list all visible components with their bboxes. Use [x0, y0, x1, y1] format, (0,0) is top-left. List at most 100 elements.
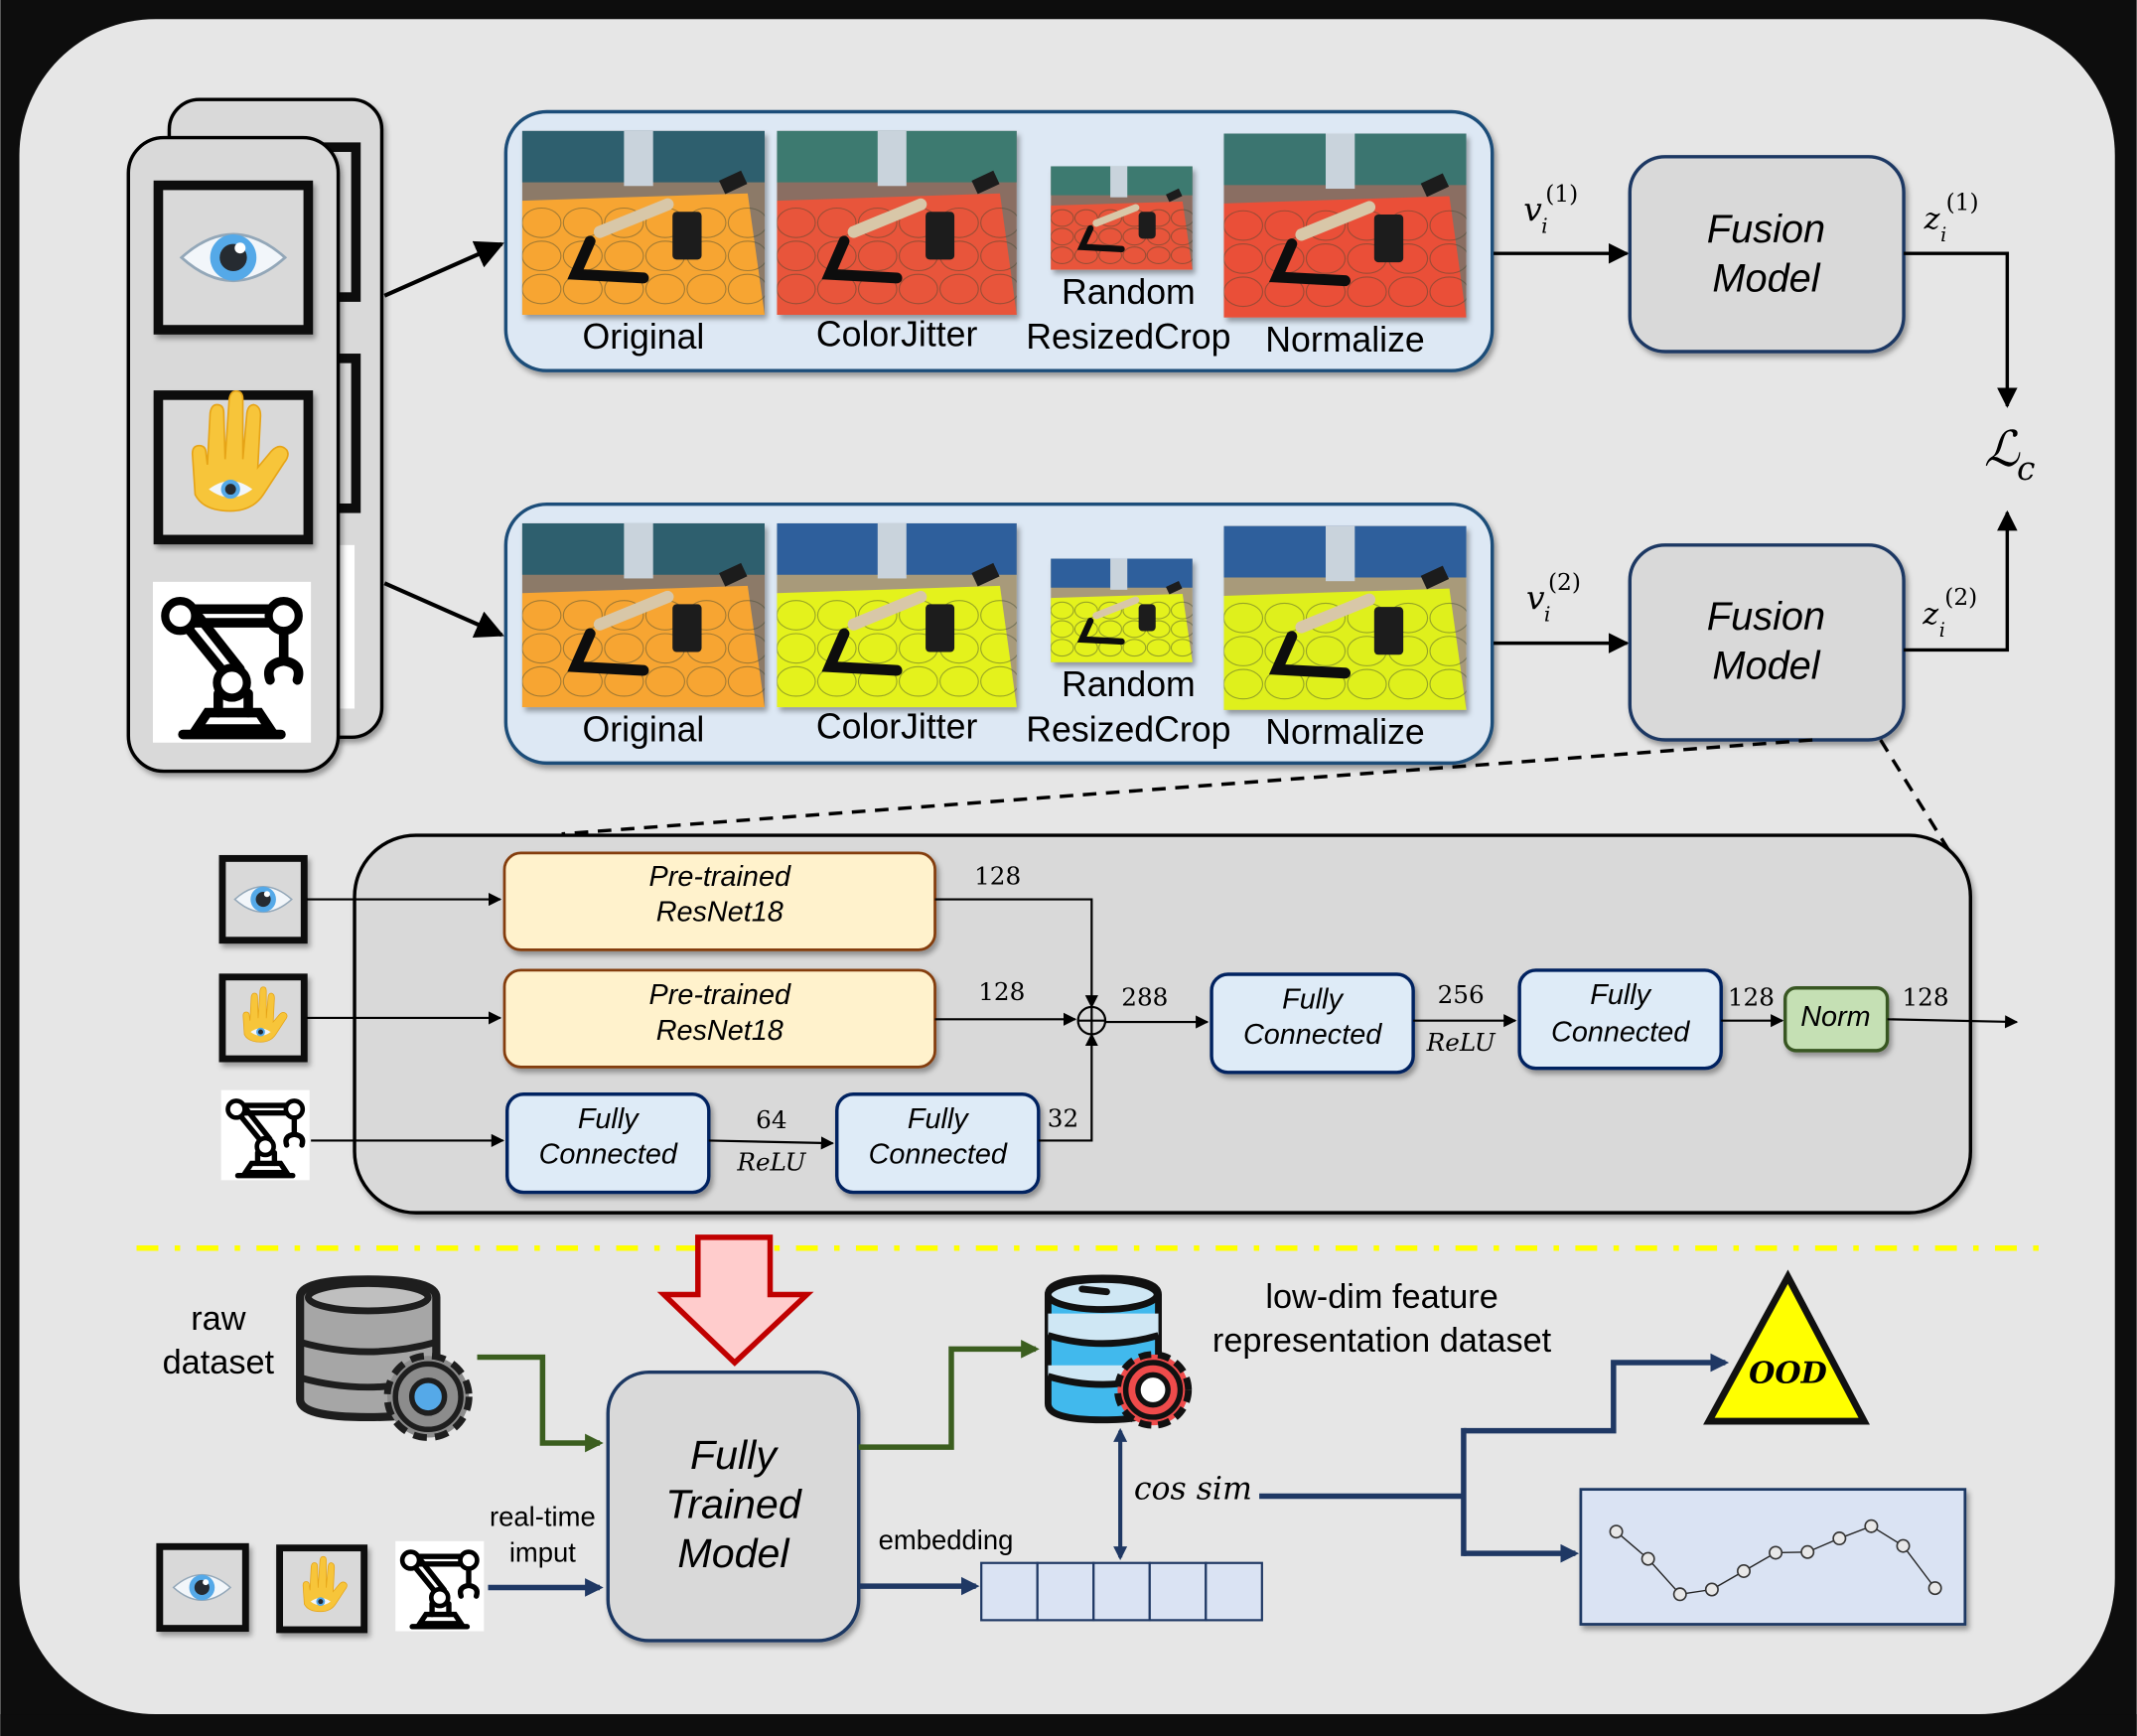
plot-point — [1832, 1531, 1847, 1546]
arrow-z1-to-loss — [1904, 251, 2018, 408]
embedding-cell — [1205, 1561, 1263, 1622]
resnet-hand-line2: ResNet18 — [656, 1015, 784, 1047]
resnet-block-eye[interactable]: Pre-trained ResNet18 — [502, 851, 936, 951]
eye-icon — [179, 232, 288, 283]
augmentation-tile — [777, 130, 1017, 315]
model-label-3: Model — [677, 1530, 790, 1576]
dim-proprio-fc1: 64 — [756, 1105, 786, 1134]
plot-point — [1640, 1551, 1655, 1566]
ood-warning-icon: OOD — [1703, 1269, 1870, 1425]
head-fc1-line2: Connected — [1243, 1019, 1382, 1051]
robot-scene-image — [1223, 525, 1467, 710]
augmentation-label: Original — [582, 317, 704, 357]
norm-label: Norm — [1800, 1001, 1870, 1033]
raw-database-gear-icon — [296, 1275, 473, 1441]
z1-sup: (1) — [1946, 189, 1979, 216]
augmentation-tile — [1223, 133, 1467, 318]
dim-fc2-out: 128 — [1728, 983, 1775, 1012]
fusion-model-1[interactable]: Fusion Model — [1628, 155, 1906, 354]
head-fc2[interactable]: Fully Connected — [1517, 968, 1723, 1071]
feature-db-label-1: low-dim feature — [1265, 1278, 1497, 1316]
zoom-dash-left — [561, 738, 1813, 836]
modality-card-stack — [126, 97, 384, 774]
robot-scene-image — [777, 522, 1017, 708]
line-proprio-to-concat — [1038, 1033, 1098, 1142]
head-fc1[interactable]: Fully Connected — [1210, 972, 1415, 1075]
model-label-2: Trained — [665, 1481, 802, 1526]
eye-icon — [233, 886, 293, 913]
plot-point — [1609, 1524, 1624, 1539]
augmentation-label-line1: Random — [1062, 664, 1196, 704]
resnet-eye-line1: Pre-trained — [649, 861, 791, 893]
arrow-to-view2 — [383, 581, 504, 639]
dim-fc1-out: 256 — [1438, 980, 1485, 1009]
proprio-fc1-line2: Connected — [539, 1139, 678, 1171]
hand-eye-icon — [191, 389, 289, 512]
cos-sim-label: cos sim — [1134, 1471, 1252, 1507]
augmentation-label-line1: Random — [1062, 272, 1196, 312]
arrow-norm-output — [1887, 1015, 2019, 1029]
head-fc2-line1: Fully — [1590, 979, 1651, 1011]
robot-arm-icon — [220, 1089, 310, 1181]
dim-eye-out: 128 — [974, 861, 1021, 890]
resnet-block-hand[interactable]: Pre-trained ResNet18 — [502, 968, 936, 1069]
fusion-model-2-line1: Fusion — [1707, 595, 1825, 639]
dim-hand-out: 128 — [978, 977, 1025, 1006]
arrow-z2-to-loss — [1904, 509, 2018, 652]
view2-embedding-label: v i (2) — [1526, 569, 1581, 627]
plot-point — [1704, 1582, 1719, 1597]
ood-label: OOD — [1749, 1357, 1827, 1391]
view1-sub: i — [1541, 215, 1548, 238]
resnet-hand-line1: Pre-trained — [649, 979, 791, 1011]
plot-point — [1736, 1563, 1751, 1578]
z2-label: z i (2) — [1922, 584, 1977, 642]
robot-arm-icon — [152, 581, 312, 743]
concat-symbol — [1076, 1005, 1107, 1036]
proprio-fc2[interactable]: Fully Connected — [835, 1092, 1041, 1195]
fusion-model-1-line2: Model — [1712, 257, 1820, 301]
plot-point — [1864, 1519, 1879, 1533]
view2-symbol: v — [1526, 578, 1545, 617]
fusion-model-2[interactable]: Fusion Model — [1628, 543, 1906, 742]
proprio-fc2-line1: Fully — [908, 1103, 969, 1135]
green-arrow-raw-to-model — [477, 1354, 604, 1453]
dim-concat: 288 — [1121, 983, 1168, 1012]
contrastive-loss-label: ℒ c — [1984, 420, 2035, 488]
green-arrow-model-to-featuredb — [858, 1340, 1040, 1450]
raw-dataset-label-2: dataset — [163, 1344, 275, 1381]
fully-trained-model[interactable]: Fully Trained Model — [606, 1370, 861, 1643]
robot-scene-image — [521, 522, 766, 708]
augmentation-tile — [521, 130, 766, 315]
realtime-label-2: imput — [509, 1536, 576, 1567]
augmentation-label: Normalize — [1265, 712, 1424, 752]
view1-sup: (1) — [1545, 181, 1578, 208]
head-fc1-line1: Fully — [1282, 983, 1344, 1015]
plot-point — [1769, 1545, 1783, 1560]
robot-scene-image — [521, 130, 766, 315]
proprio-fc2-line2: Connected — [869, 1139, 1008, 1171]
augmentation-tile — [1223, 525, 1467, 710]
model-label-1: Fully — [690, 1432, 779, 1478]
z2-sub: i — [1939, 619, 1945, 642]
fusion-model-1-line1: Fusion — [1707, 208, 1825, 251]
proprio-fc1[interactable]: Fully Connected — [504, 1092, 711, 1195]
augmentation-tile — [521, 522, 766, 708]
embedding-vector — [980, 1561, 1263, 1622]
norm-block[interactable]: Norm — [1782, 986, 1890, 1053]
fusion-model-2-line2: Model — [1712, 644, 1820, 687]
raw-dataset-label-1: raw — [191, 1300, 245, 1338]
robot-scene-image — [1223, 133, 1467, 318]
augmentation-label-line2: ResizedCrop — [1026, 709, 1230, 749]
dim-proprio-fc2: 32 — [1048, 1104, 1078, 1133]
z2-symbol: z — [1922, 597, 1939, 632]
loss-sub: c — [2017, 449, 2035, 488]
head-fc2-line2: Connected — [1551, 1016, 1690, 1048]
training-to-deploy-arrow — [656, 1234, 814, 1367]
bottom-band — [0, 1714, 2137, 1736]
embedding-cell — [1036, 1561, 1095, 1622]
embedding-label: embedding — [879, 1524, 1014, 1555]
zoom-dash-right — [1879, 739, 1964, 874]
robot-scene-image — [1051, 558, 1193, 662]
augmentation-tile — [1051, 558, 1193, 662]
